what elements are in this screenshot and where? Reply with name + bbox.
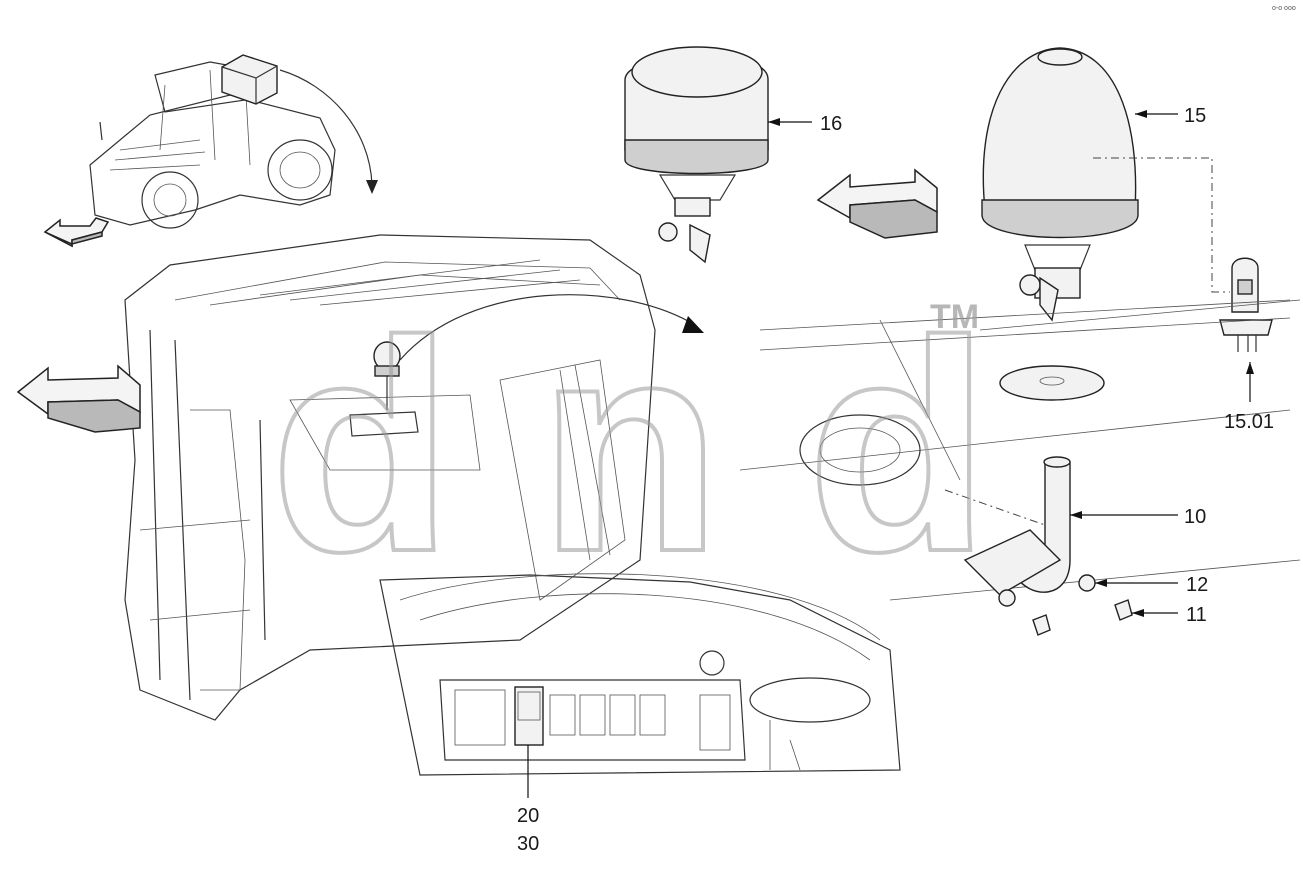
cab-illustration	[16, 234, 704, 721]
callout-16: 16	[820, 113, 842, 135]
watermark: dnd TM	[268, 276, 992, 616]
mount-bracket-illustration	[739, 299, 1301, 636]
callout-11: 11	[1186, 604, 1207, 626]
watermark-text: dnd	[270, 278, 990, 614]
callout-12: 12	[1186, 574, 1208, 596]
bulb-15-01-illustration	[1219, 257, 1273, 402]
beacon-16-illustration	[624, 46, 812, 264]
roller-machine-illustration	[43, 54, 378, 248]
direction-arrow-beacons	[816, 168, 938, 239]
switch-item-20-30	[514, 686, 544, 746]
dashboard-panel-illustration	[379, 573, 901, 798]
corner-mark: o-o ooo	[1272, 5, 1296, 12]
callout-10: 10	[1184, 506, 1206, 528]
callout-15: 15	[1184, 105, 1206, 127]
watermark-trademark: TM	[930, 298, 979, 336]
beacon-15-illustration	[981, 47, 1230, 322]
callout-20: 20	[517, 805, 539, 827]
callout-15-01: 15.01	[1224, 411, 1274, 433]
callout-30: 30	[517, 833, 539, 855]
